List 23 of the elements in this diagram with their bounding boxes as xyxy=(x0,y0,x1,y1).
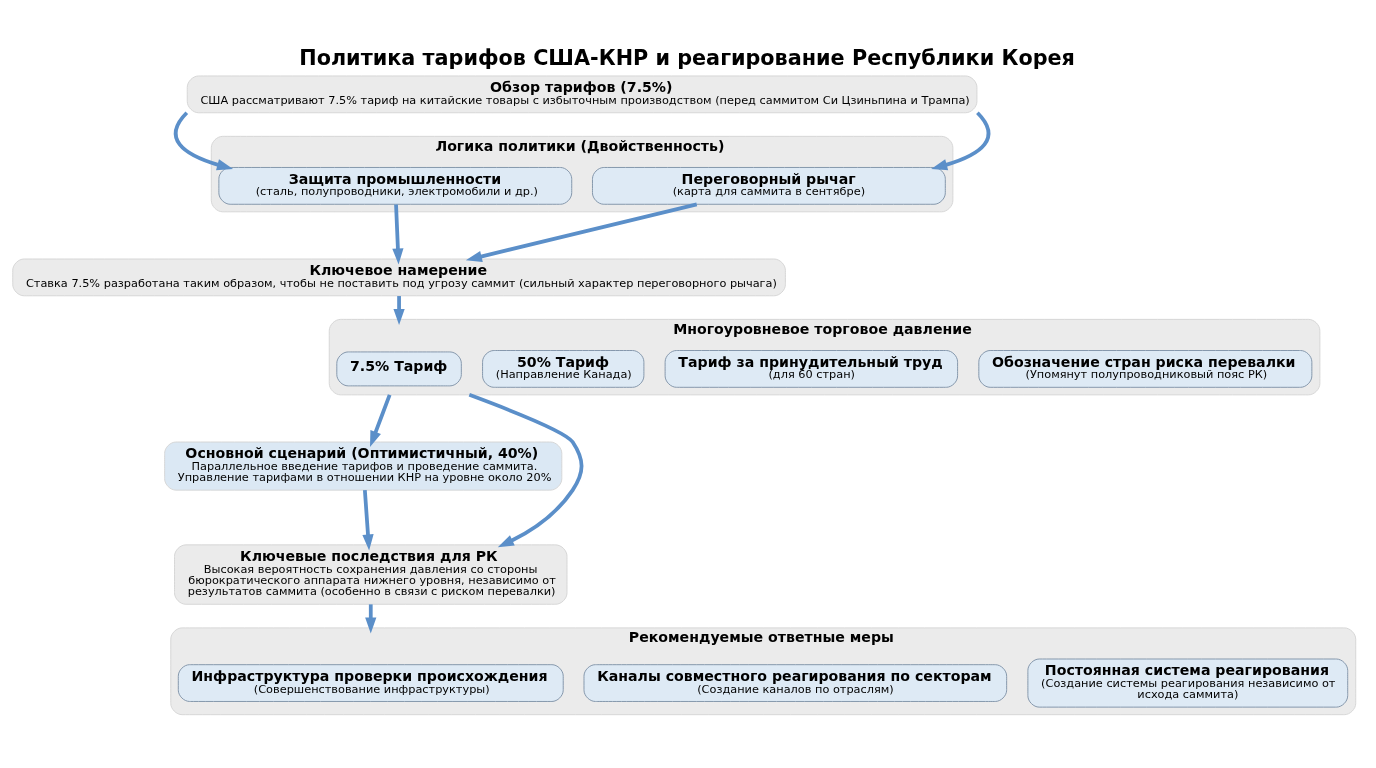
arrow xyxy=(392,204,404,265)
node-box: Ключевое намерение Ставка 7.5% разработана таким образом, чтобы не поставить под угрозу саммит (сильный характер переговорного рычага) xyxy=(12,258,786,297)
node-box: Тариф за принудительный труд (для 60 стран) xyxy=(664,350,959,388)
arrow xyxy=(393,296,405,326)
arrow xyxy=(468,393,584,548)
node-box: 7.5% Тариф xyxy=(336,351,462,387)
node-box: Инфраструктура проверки происхождения (Совершенствование инфраструктуры) xyxy=(177,664,564,702)
node-box: Постоянная система реагирования (Создание системы реагирования независимо от исхода саммита) xyxy=(1027,658,1349,708)
node-box: Переговорный рычаг (карта для саммита в сентябре) xyxy=(592,167,946,205)
arrow xyxy=(173,111,234,171)
arrow xyxy=(365,604,377,634)
arrow xyxy=(931,111,991,171)
node-box: Обзор тарифов (7.5%) США рассматривают 7.5% тариф на китайские товары с избыточным производством (перед саммитом Си Цзиньпина и Трампа) xyxy=(186,75,978,114)
node-box: Основной сценарий (Оптимистичный, 40%) Параллельное введение тарифов и проведение саммита. Управление тарифами в отношении КНР на уровне около 20% xyxy=(164,441,563,491)
arrow xyxy=(362,490,374,551)
node-box: Каналы совместного реагирования по секторам (Создание каналов по отраслям) xyxy=(583,664,1008,702)
diagram-title: Политика тарифов США-КНР и реагирование Республики Корея xyxy=(299,46,1075,71)
node-box: Ключевые последствия для РК Высокая вероятность сохранения давления со стороны бюрократического аппарата нижнего уровня, независимо от результатов саммита (особенно в связи с риском перевалки) xyxy=(174,544,568,605)
arrow xyxy=(465,202,698,262)
arrow xyxy=(370,394,392,448)
node-box: Обозначение стран риска перевалки (Упомянут полупроводниковый пояс РК) xyxy=(978,350,1313,388)
node-box: Защита промышленности (сталь, полупроводники, электромобили и др.) xyxy=(218,167,573,205)
node-box: 50% Тариф (Направление Канада) xyxy=(482,350,645,388)
